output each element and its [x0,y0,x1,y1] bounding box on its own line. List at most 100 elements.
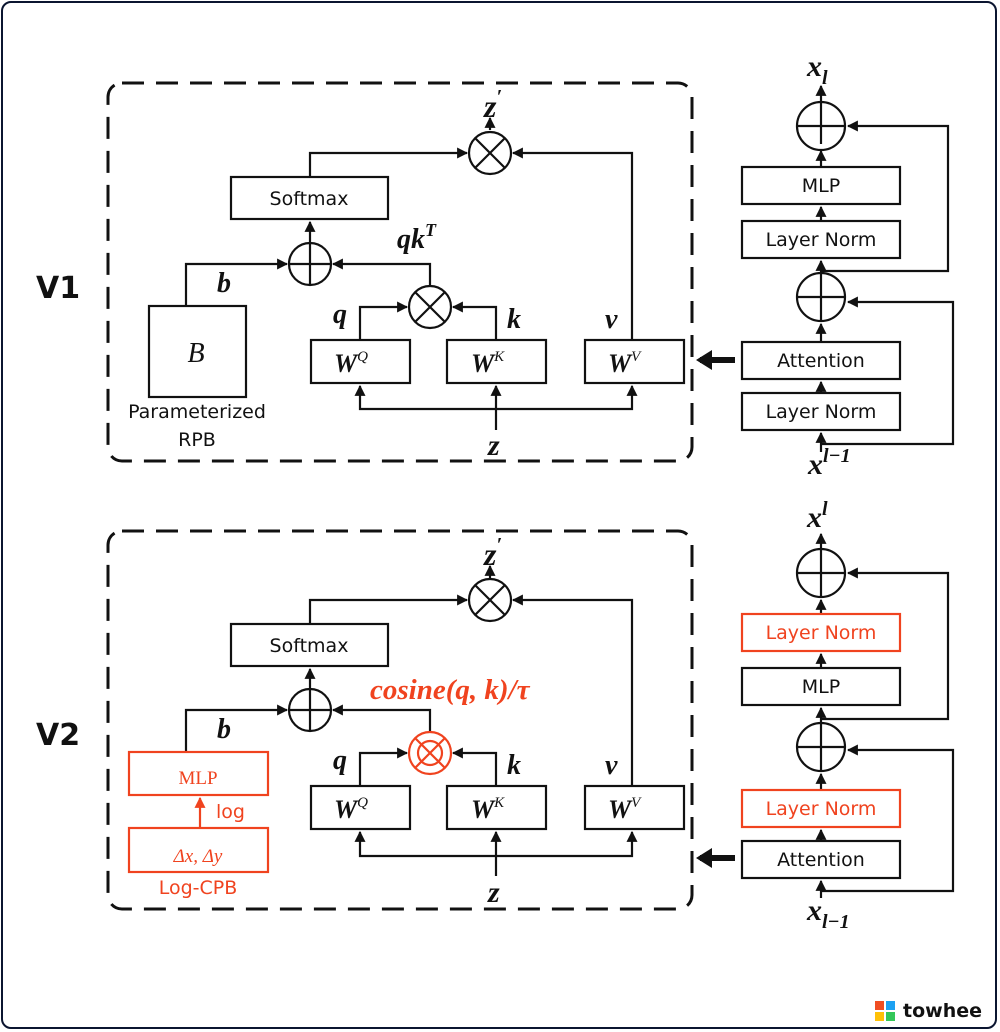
v2-block-norm-top-label: Layer Norm [766,622,877,644]
v1-residual-bottom [821,296,955,446]
v1-z-to-wv [496,384,638,411]
v1-k-label: k [507,304,521,335]
v2-q-label: q [333,745,347,776]
v1-block-norm-top-label: Layer Norm [766,229,877,251]
v1-wv-label: WV [608,349,642,378]
v1-label: V1 [36,271,80,306]
v1-v-to-multiply [511,147,634,355]
v1-block-mlp-box [740,165,902,206]
v2-block-mlp-box [740,666,902,707]
v1-block-add-bottom-icon [795,271,847,323]
v1-v-label: v [605,304,618,335]
towhee-brand-name: towhee [903,1000,982,1022]
v2-z-prime: z′ [483,534,502,572]
v2-cpb-label: Log-CPB [159,877,238,899]
v2-section: V2 z′ Softmax cosine(q, k)/τ b MLP log Δ… [36,498,955,933]
v2-wq-label: WQ [334,795,368,824]
v2-block-norm-bottom-box [740,788,902,829]
v1-softmax-to-multiply [308,147,469,176]
v1-block-output: xl [806,50,828,89]
v2-softmax-to-multiply [308,594,469,623]
v1-b-to-plus [184,258,289,306]
v2-block-output: xl [806,498,828,534]
v1-wq-box [309,338,412,385]
v1-rpb-line2: RPB [178,429,216,451]
v1-q-to-multiply [358,301,409,340]
v2-block-input: xl−1 [806,894,850,933]
v2-log-label: log [216,801,245,823]
v1-qk-to-plus [331,258,432,286]
v1-add-icon [287,241,333,287]
v2-block-attention-box [740,839,902,880]
v2-residual-top [821,567,950,721]
v2-block-add-top-icon [795,547,847,599]
v1-softmax-box [229,175,390,221]
v2-multiply-top-icon [467,577,513,623]
v2-cpb-mlp-label: MLP [178,768,217,789]
towhee-brand: towhee [875,1000,982,1022]
v2-z-to-wv [496,830,638,858]
v1-section: V1 z′ Softmax qkT b B Parameterized [36,50,955,481]
v1-B-label: B [187,338,204,369]
v2-wq-box [309,784,412,831]
v1-block-norm-top-box [740,219,902,260]
v1-wk-box [445,338,548,385]
v2-wv-label: WV [608,795,642,824]
v1-attention-expand-arrowhead [696,350,712,370]
v1-block-input: xl−1 [807,445,851,481]
v1-z-to-wq [354,384,496,411]
v2-z-to-wq [354,830,496,858]
v2-cosine-label: cosine(q, k)/τ [370,674,531,706]
v2-softmax-box [229,622,390,668]
v2-delta-label: Δx, Δy [173,846,223,867]
v2-cosine-multiply-icon [407,730,453,776]
v1-b-label: b [217,268,231,299]
v2-block-mlp-label: MLP [802,676,840,698]
v2-cosine-to-plus [331,704,432,732]
v2-v-to-multiply [511,594,634,786]
v1-multiply-top-icon [467,130,513,176]
v2-z-label: z [487,876,500,909]
v1-q-label: q [333,299,347,330]
v2-residual-bottom [821,744,955,893]
v1-multiply-qk-icon [407,284,453,330]
v1-block-norm-bottom-label: Layer Norm [766,401,877,423]
v1-block-attention-box [740,340,902,381]
v1-qkT-label: qkT [397,220,437,255]
v2-delta-box [127,826,270,874]
v1-residual-top [821,120,950,273]
v2-b-to-plus [184,704,289,752]
v1-k-to-multiply [451,301,498,340]
v1-wk-label: WK [471,349,505,378]
v2-attention-container [106,529,694,911]
v1-rpb-box [147,304,248,399]
v2-block-add-bottom-icon [795,721,847,773]
v1-attention-container [106,81,694,463]
v1-block-mlp-label: MLP [802,175,840,197]
v2-label: V2 [36,718,80,753]
v1-z-label: z [487,429,500,462]
v1-block-attention-label: Attention [777,350,865,372]
v2-wk-label: WK [471,795,505,824]
v2-q-to-multiply [358,747,409,786]
towhee-logo-icon [875,1001,895,1021]
v1-wq-label: WQ [334,349,368,378]
v2-attention-expand-arrowhead [696,848,712,868]
v2-wv-box [583,784,686,831]
v2-add-icon [287,687,333,733]
v2-k-label: k [507,750,521,781]
v1-rpb-line1: Parameterized [128,401,266,423]
v1-softmax-label: Softmax [270,188,349,210]
v1-block-norm-bottom-box [740,391,902,432]
v2-cpb-mlp-box [127,750,270,797]
v2-softmax-label: Softmax [270,635,349,657]
v2-b-label: b [217,714,231,745]
v1-wv-box [583,338,686,385]
v1-z-prime: z′ [483,86,502,124]
v2-block-attention-label: Attention [777,849,865,871]
v2-k-to-multiply [451,747,498,786]
v2-wk-box [445,784,548,831]
v2-block-norm-bottom-label: Layer Norm [766,798,877,820]
v2-v-label: v [605,750,618,781]
